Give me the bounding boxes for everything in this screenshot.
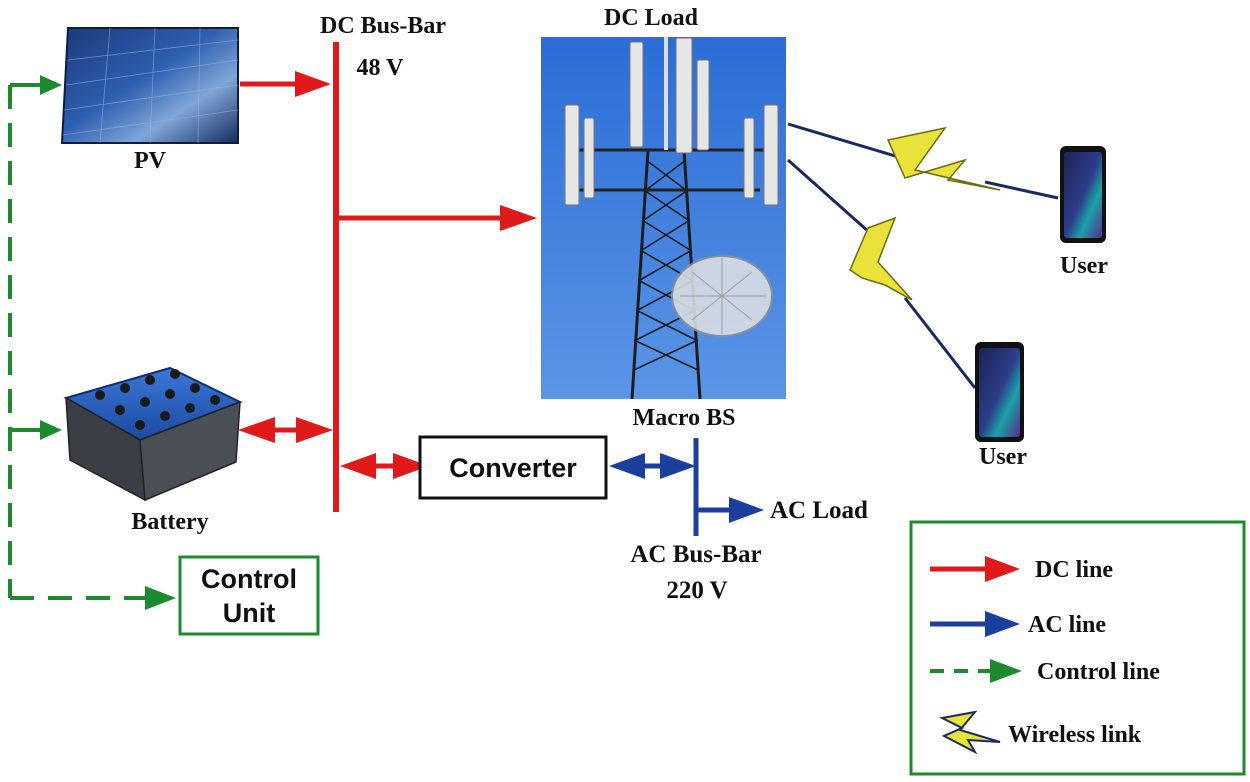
pv-label: PV (134, 148, 167, 174)
battery-label: Battery (131, 509, 208, 535)
legend-dc: DC line (930, 556, 1113, 583)
legend: DC line AC line Control line Wireless li… (909, 520, 1246, 776)
control-unit-box (178, 555, 320, 636)
converter-box (418, 435, 608, 500)
legend-wireless-label: Wireless link (1008, 722, 1142, 748)
user-phone-top (1060, 146, 1106, 243)
cell-tower-icon (541, 37, 786, 400)
control-unit-label-2: Unit (223, 598, 275, 628)
control-lines (8, 83, 150, 600)
dc-load-label: DC Load (604, 5, 699, 31)
converter-label: Converter (449, 453, 577, 483)
user-label-top: User (1060, 253, 1108, 279)
ac-bus-label: AC Bus-Bar (630, 541, 761, 568)
control-unit-label-1: Control (201, 564, 297, 594)
wireless-link-bottom (787, 158, 977, 389)
legend-control: Control line (930, 659, 1160, 685)
legend-dc-label: DC line (1035, 557, 1113, 583)
macro-bs-label: Macro BS (633, 405, 736, 431)
dc-bus-label: DC Bus-Bar (320, 13, 446, 39)
pv-panel (60, 27, 239, 144)
battery-bank-icon (63, 366, 243, 502)
ac-load-label: AC Load (770, 497, 868, 524)
legend-ac: AC line (930, 611, 1106, 638)
legend-control-label: Control line (1037, 659, 1160, 685)
dc-bus-voltage: 48 V (357, 55, 405, 81)
user-label-bottom: User (979, 444, 1027, 470)
user-phone-bottom (975, 342, 1024, 442)
wireless-link-top (787, 122, 1059, 200)
legend-ac-label: AC line (1028, 612, 1106, 638)
legend-wireless: Wireless link (938, 710, 1142, 755)
ac-bus-voltage: 220 V (666, 577, 727, 604)
